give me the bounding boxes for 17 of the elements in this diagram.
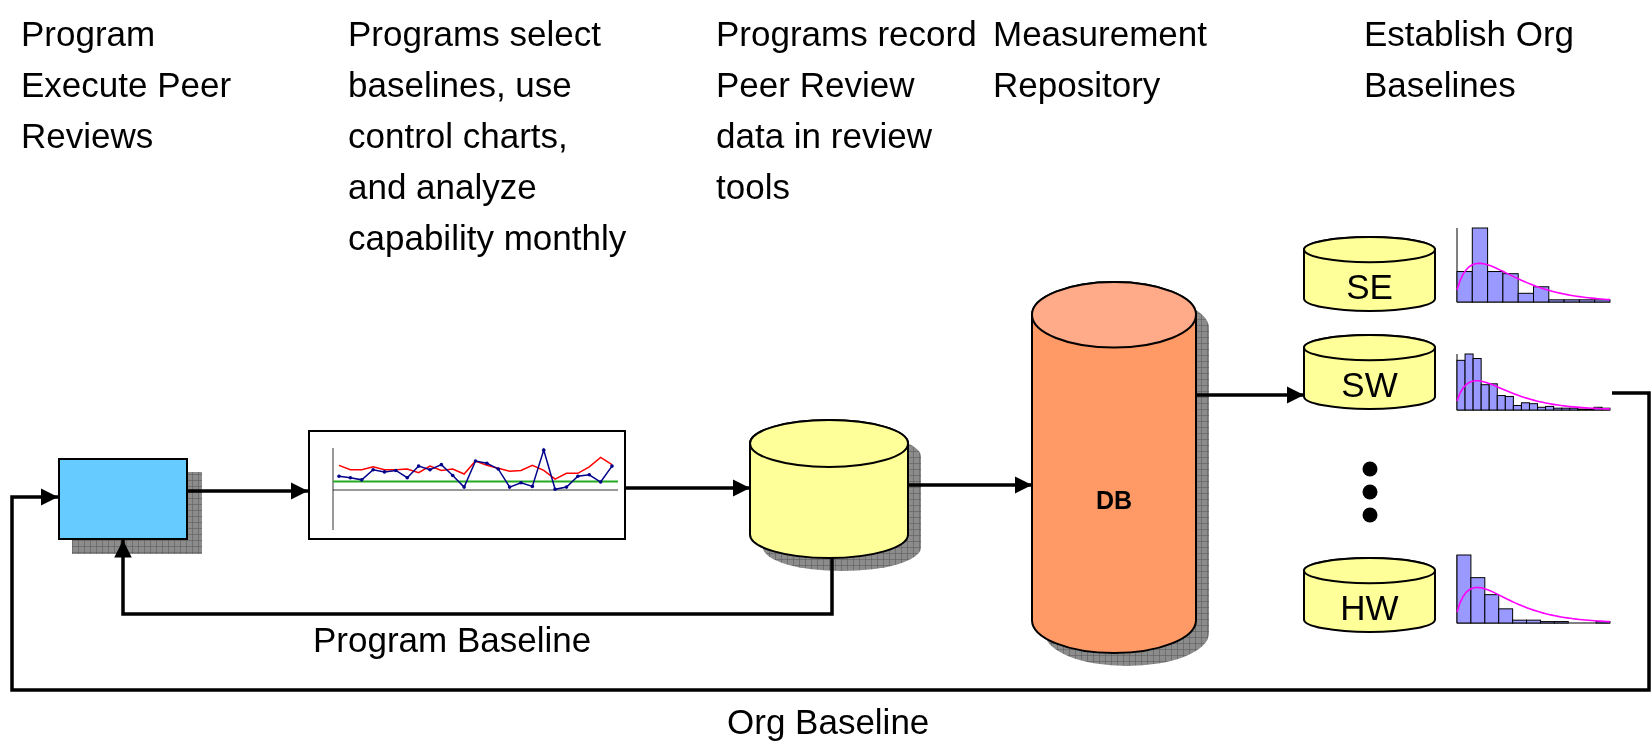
- arrow: [10, 391, 1651, 692]
- arrow: [908, 476, 1032, 494]
- edge-label: Program Baseline: [313, 620, 592, 660]
- arrow: [114, 540, 834, 616]
- arrow: [1196, 386, 1304, 404]
- cylinder-label: SE: [1346, 266, 1393, 307]
- cylinder-label: SW: [1341, 364, 1398, 405]
- arrow: [188, 482, 308, 500]
- edge-label: Org Baseline: [727, 702, 930, 742]
- cylinder-label: HW: [1340, 587, 1399, 628]
- column-heading: Programs select baselines, use control charts, and analyze capability monthly: [348, 13, 628, 259]
- column-heading: Program Execute Peer Reviews: [21, 13, 233, 157]
- column-heading: Measurement Repository: [993, 13, 1208, 106]
- column-heading: Establish Org Baselines: [1364, 13, 1576, 106]
- arrow: [626, 479, 750, 497]
- cylinder-label: DB: [1095, 485, 1133, 515]
- column-heading: Programs record Peer Review data in review tools: [716, 13, 978, 208]
